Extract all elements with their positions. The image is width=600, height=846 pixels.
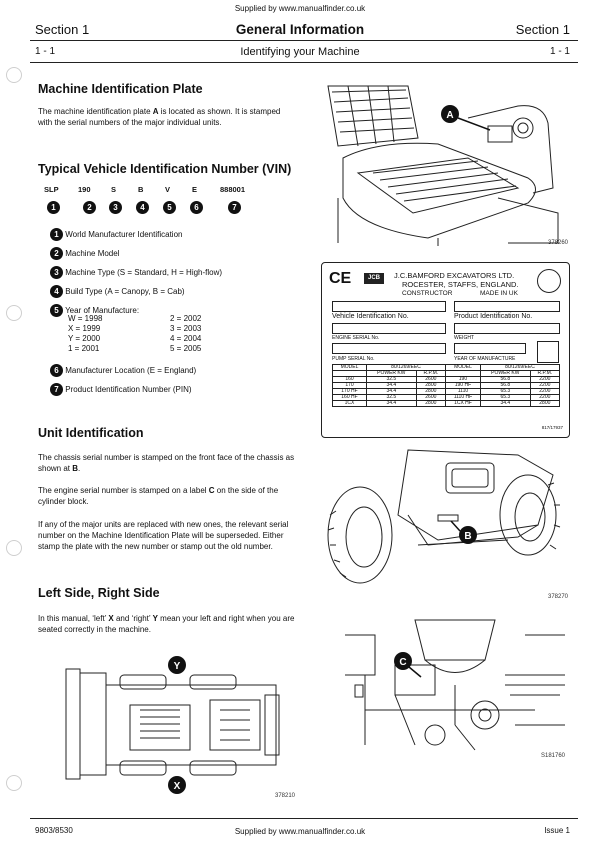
section-label-left: Section 1 <box>35 22 90 37</box>
vin-marker: 2 <box>83 201 96 214</box>
vin-code: S <box>111 185 117 194</box>
plate-field <box>454 301 560 312</box>
page-subtitle: Identifying your Machine <box>240 46 360 58</box>
plate-constructor-label: CONSTRUCTOR <box>402 290 453 297</box>
document-number: 9803/8530 <box>35 826 73 835</box>
vin-marker: 7 <box>228 201 241 214</box>
page-number-left: 1 - 1 <box>35 46 56 57</box>
page-title: General Information <box>235 22 365 37</box>
chassis-serial-figure: B <box>327 449 561 584</box>
vin-code: E <box>192 185 198 194</box>
binder-hole-icon <box>6 540 22 556</box>
vin-code: SLP <box>44 185 59 194</box>
unit-heading: Unit Identification <box>38 426 144 440</box>
machine-plate-location-figure: A <box>327 85 559 246</box>
callout-x: X <box>174 781 181 792</box>
figure-number: 378260 <box>548 240 569 246</box>
vin-legend-item: 7 Product Identification Number (PIN) <box>50 383 192 396</box>
vin-legend-item: 5 Year of Manufacture: <box>50 304 139 317</box>
vin-heading: Typical Vehicle Identification Number (V… <box>38 162 292 176</box>
unit-para-2: The engine serial number is stamped on a… <box>38 486 279 506</box>
identification-plate: CE JCB J.C.BAMFORD EXCAVATORS LTD. ROCES… <box>321 262 570 438</box>
plate-engine-label: ENGINE SERIAL No. <box>332 335 380 341</box>
vin-code-row: SLP 190 S B V E 888001 1 2 3 4 5 6 7 <box>38 185 298 219</box>
callout-c: C <box>399 657 406 668</box>
plate-pin-label: Product Identification No. <box>454 313 533 320</box>
callout-a: A <box>446 110 453 121</box>
figure-number: 378210 <box>275 793 296 799</box>
engine-serial-figure: C <box>345 619 565 751</box>
vin-legend-item: 1 World Manufacturer Identification <box>50 228 182 241</box>
plate-field <box>454 343 526 354</box>
vin-legend-item: 3 Machine Type (S = Standard, H = High-f… <box>50 266 222 279</box>
vin-marker: 6 <box>190 201 203 214</box>
binder-hole-icon <box>6 305 22 321</box>
vin-code: V <box>165 185 171 194</box>
vin-marker: 1 <box>47 201 60 214</box>
figure-number: 378270 <box>548 594 569 600</box>
plate-field <box>332 301 446 312</box>
footer-rule <box>30 818 578 819</box>
subheader-rule <box>30 62 578 63</box>
vin-code: B <box>138 185 144 194</box>
plate-field <box>454 323 560 334</box>
supplied-by-bottom: Supplied by www.manualfinder.co.uk <box>234 827 366 836</box>
plate-made-in: MADE IN UK <box>480 290 518 297</box>
unit-para-3: If any of the major units are replaced w… <box>38 520 289 551</box>
sides-text: In this manual, ‘left’ X and ‘right’ Y m… <box>38 614 295 634</box>
plate-field <box>332 323 446 334</box>
vin-code: 888001 <box>220 185 246 194</box>
plate-address: ROCESTER, STAFFS, ENGLAND. <box>402 280 519 289</box>
header-rule <box>30 40 578 41</box>
plate-company: J.C.BAMFORD EXCAVATORS LTD. <box>394 271 515 280</box>
plate-pump-label: PUMP SERIAL No. <box>332 356 375 362</box>
vin-legend-item: 6 Manufacturer Location (E = England) <box>50 364 196 377</box>
figure-number: S181760 <box>541 753 566 759</box>
vin-legend-item: 4 Build Type (A = Canopy, B = Cab) <box>50 285 185 298</box>
unit-para-1: The chassis serial number is stamped on … <box>38 453 295 473</box>
plate-vin-label: Vehicle Identification No. <box>332 313 409 320</box>
vin-marker: 5 <box>163 201 176 214</box>
page-number-right: 1 - 1 <box>549 46 570 57</box>
vin-marker: 4 <box>136 201 149 214</box>
binder-hole-icon <box>6 67 22 83</box>
machine-plate-text: The machine identification plate A is lo… <box>38 107 281 127</box>
jcb-logo: JCB <box>364 273 384 284</box>
plate-field <box>332 343 446 354</box>
plate-part-number: 817/17937 <box>541 425 563 430</box>
callout-y: Y <box>174 661 181 672</box>
supplied-by-top: Supplied by www.manualfinder.co.uk <box>234 4 366 13</box>
vin-code: 190 <box>78 185 91 194</box>
left-right-top-view-figure: Y X <box>65 656 280 794</box>
approval-seal-icon <box>537 269 561 293</box>
sides-heading: Left Side, Right Side <box>38 586 160 600</box>
vin-marker: 3 <box>109 201 122 214</box>
plate-stamp-box <box>537 341 559 363</box>
callout-b: B <box>464 531 471 542</box>
binder-hole-icon <box>6 775 22 791</box>
section-label-right: Section 1 <box>515 22 570 37</box>
vin-legend-item: 2 Machine Model <box>50 247 119 260</box>
machine-plate-heading: Machine Identification Plate <box>38 82 203 96</box>
ce-mark: CE <box>329 270 352 287</box>
issue-label: Issue 1 <box>544 826 570 835</box>
plate-weight-label: WEIGHT <box>454 335 474 341</box>
plate-year-label: YEAR OF MANUFACTURE <box>454 356 516 362</box>
